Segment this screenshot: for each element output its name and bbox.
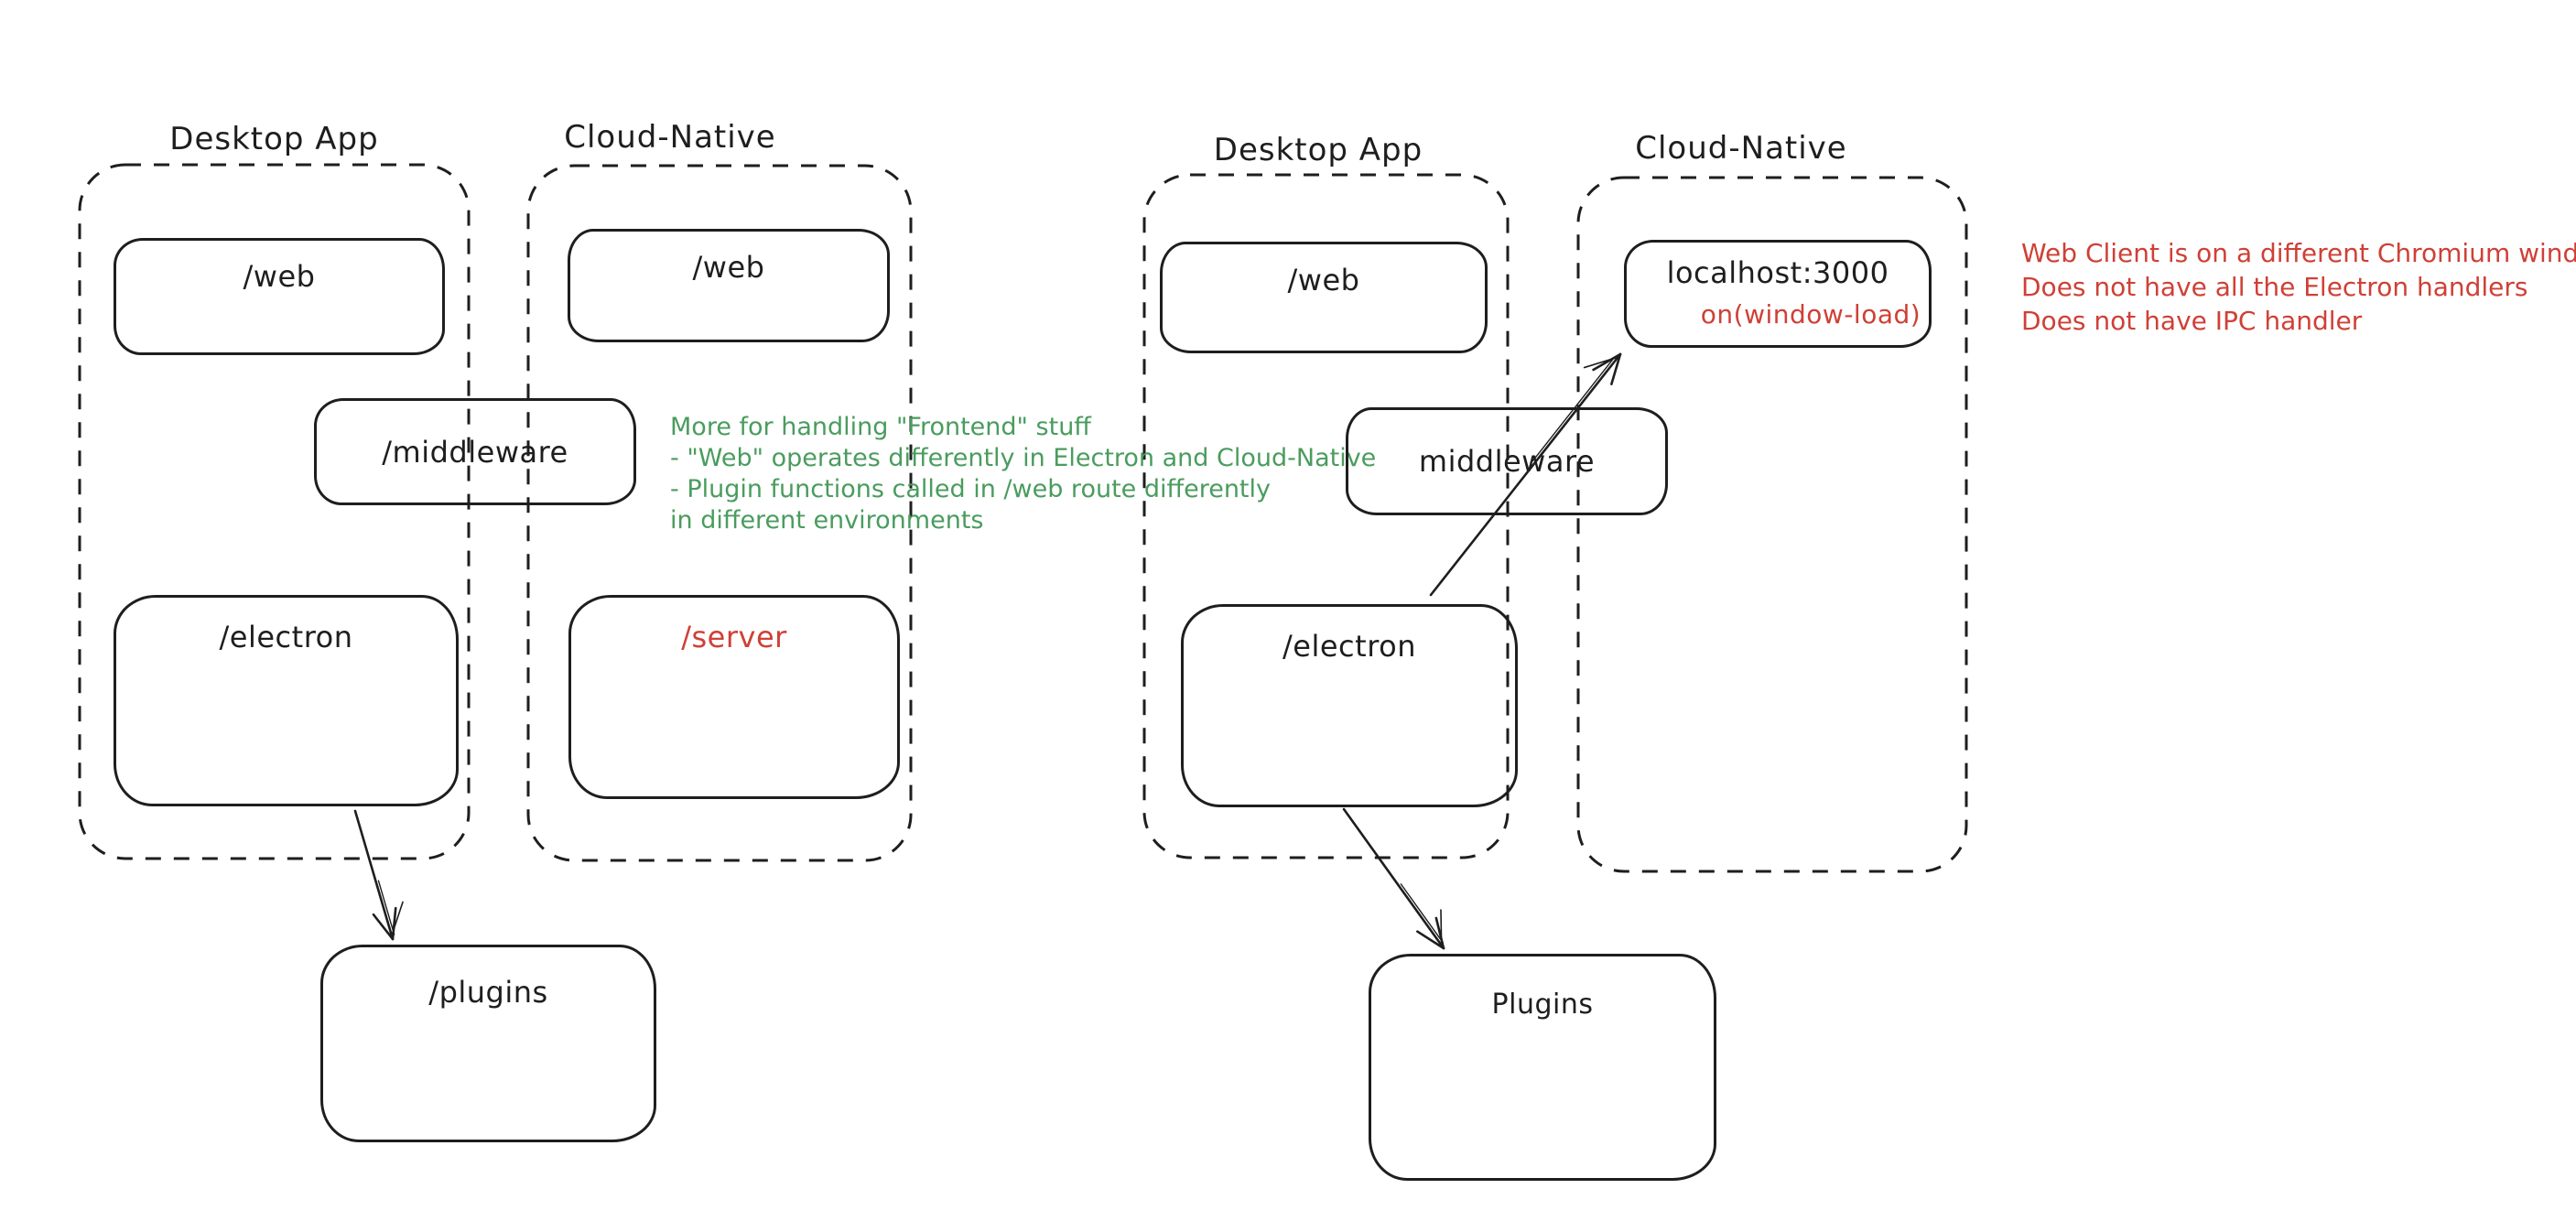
left-plugins-label: /plugins	[428, 975, 548, 1010]
right-plugins-label: Plugins	[1491, 989, 1594, 1021]
right-localhost-event-label: on(window-load)	[1700, 299, 1921, 330]
right-localhost-box: localhost:3000 on(window-load)	[1624, 240, 1932, 348]
left-middleware-label: /middleware	[382, 434, 568, 470]
right-web-box: /web	[1160, 242, 1488, 353]
right-red-note: Web Client is on a different Chromium wi…	[2021, 236, 2576, 338]
right-electron-box: /electron	[1181, 604, 1518, 807]
left-web-desktop-label: /web	[243, 259, 316, 294]
left-green-note-line: - "Web" operates differently in Electron…	[670, 444, 1377, 472]
right-electron-label: /electron	[1283, 629, 1416, 664]
right-middleware-label: middleware	[1418, 444, 1596, 479]
right-middleware-box: middleware	[1346, 407, 1668, 515]
right-cloud-native-label: Cloud-Native	[1635, 130, 1847, 167]
left-green-note-line: in different environments	[670, 506, 984, 535]
right-red-note-line: Does not have all the Electron handlers	[2021, 272, 2528, 302]
left-green-note-line: More for handling "Frontend" stuff	[670, 413, 1091, 441]
right-red-note-line: Web Client is on a different Chromium wi…	[2021, 238, 2576, 268]
left-web-cloud-label: /web	[692, 250, 765, 285]
right-localhost-label: localhost:3000	[1666, 255, 1889, 290]
right-web-label: /web	[1287, 263, 1360, 297]
left-desktop-app-label: Desktop App	[169, 121, 379, 157]
left-desktop-app-container	[78, 163, 471, 860]
left-plugins-box: /plugins	[320, 945, 656, 1142]
left-green-note: More for handling "Frontend" stuff - "We…	[670, 412, 1376, 536]
left-electron-box: /electron	[114, 595, 459, 806]
right-plugins-box: Plugins	[1369, 954, 1716, 1181]
left-web-cloud-box: /web	[568, 229, 890, 342]
left-middleware-box: /middleware	[314, 398, 636, 505]
left-cloud-native-label: Cloud-Native	[564, 119, 776, 156]
left-cloud-native-container	[526, 164, 913, 862]
left-server-box: /server	[568, 595, 900, 799]
left-server-label: /server	[681, 620, 787, 654]
right-red-note-line: Does not have IPC handler	[2021, 306, 2363, 336]
left-web-desktop-box: /web	[114, 238, 445, 355]
right-desktop-app-label: Desktop App	[1213, 132, 1423, 168]
left-electron-label: /electron	[219, 620, 353, 654]
left-green-note-line: - Plugin functions called in /web route …	[670, 475, 1272, 503]
